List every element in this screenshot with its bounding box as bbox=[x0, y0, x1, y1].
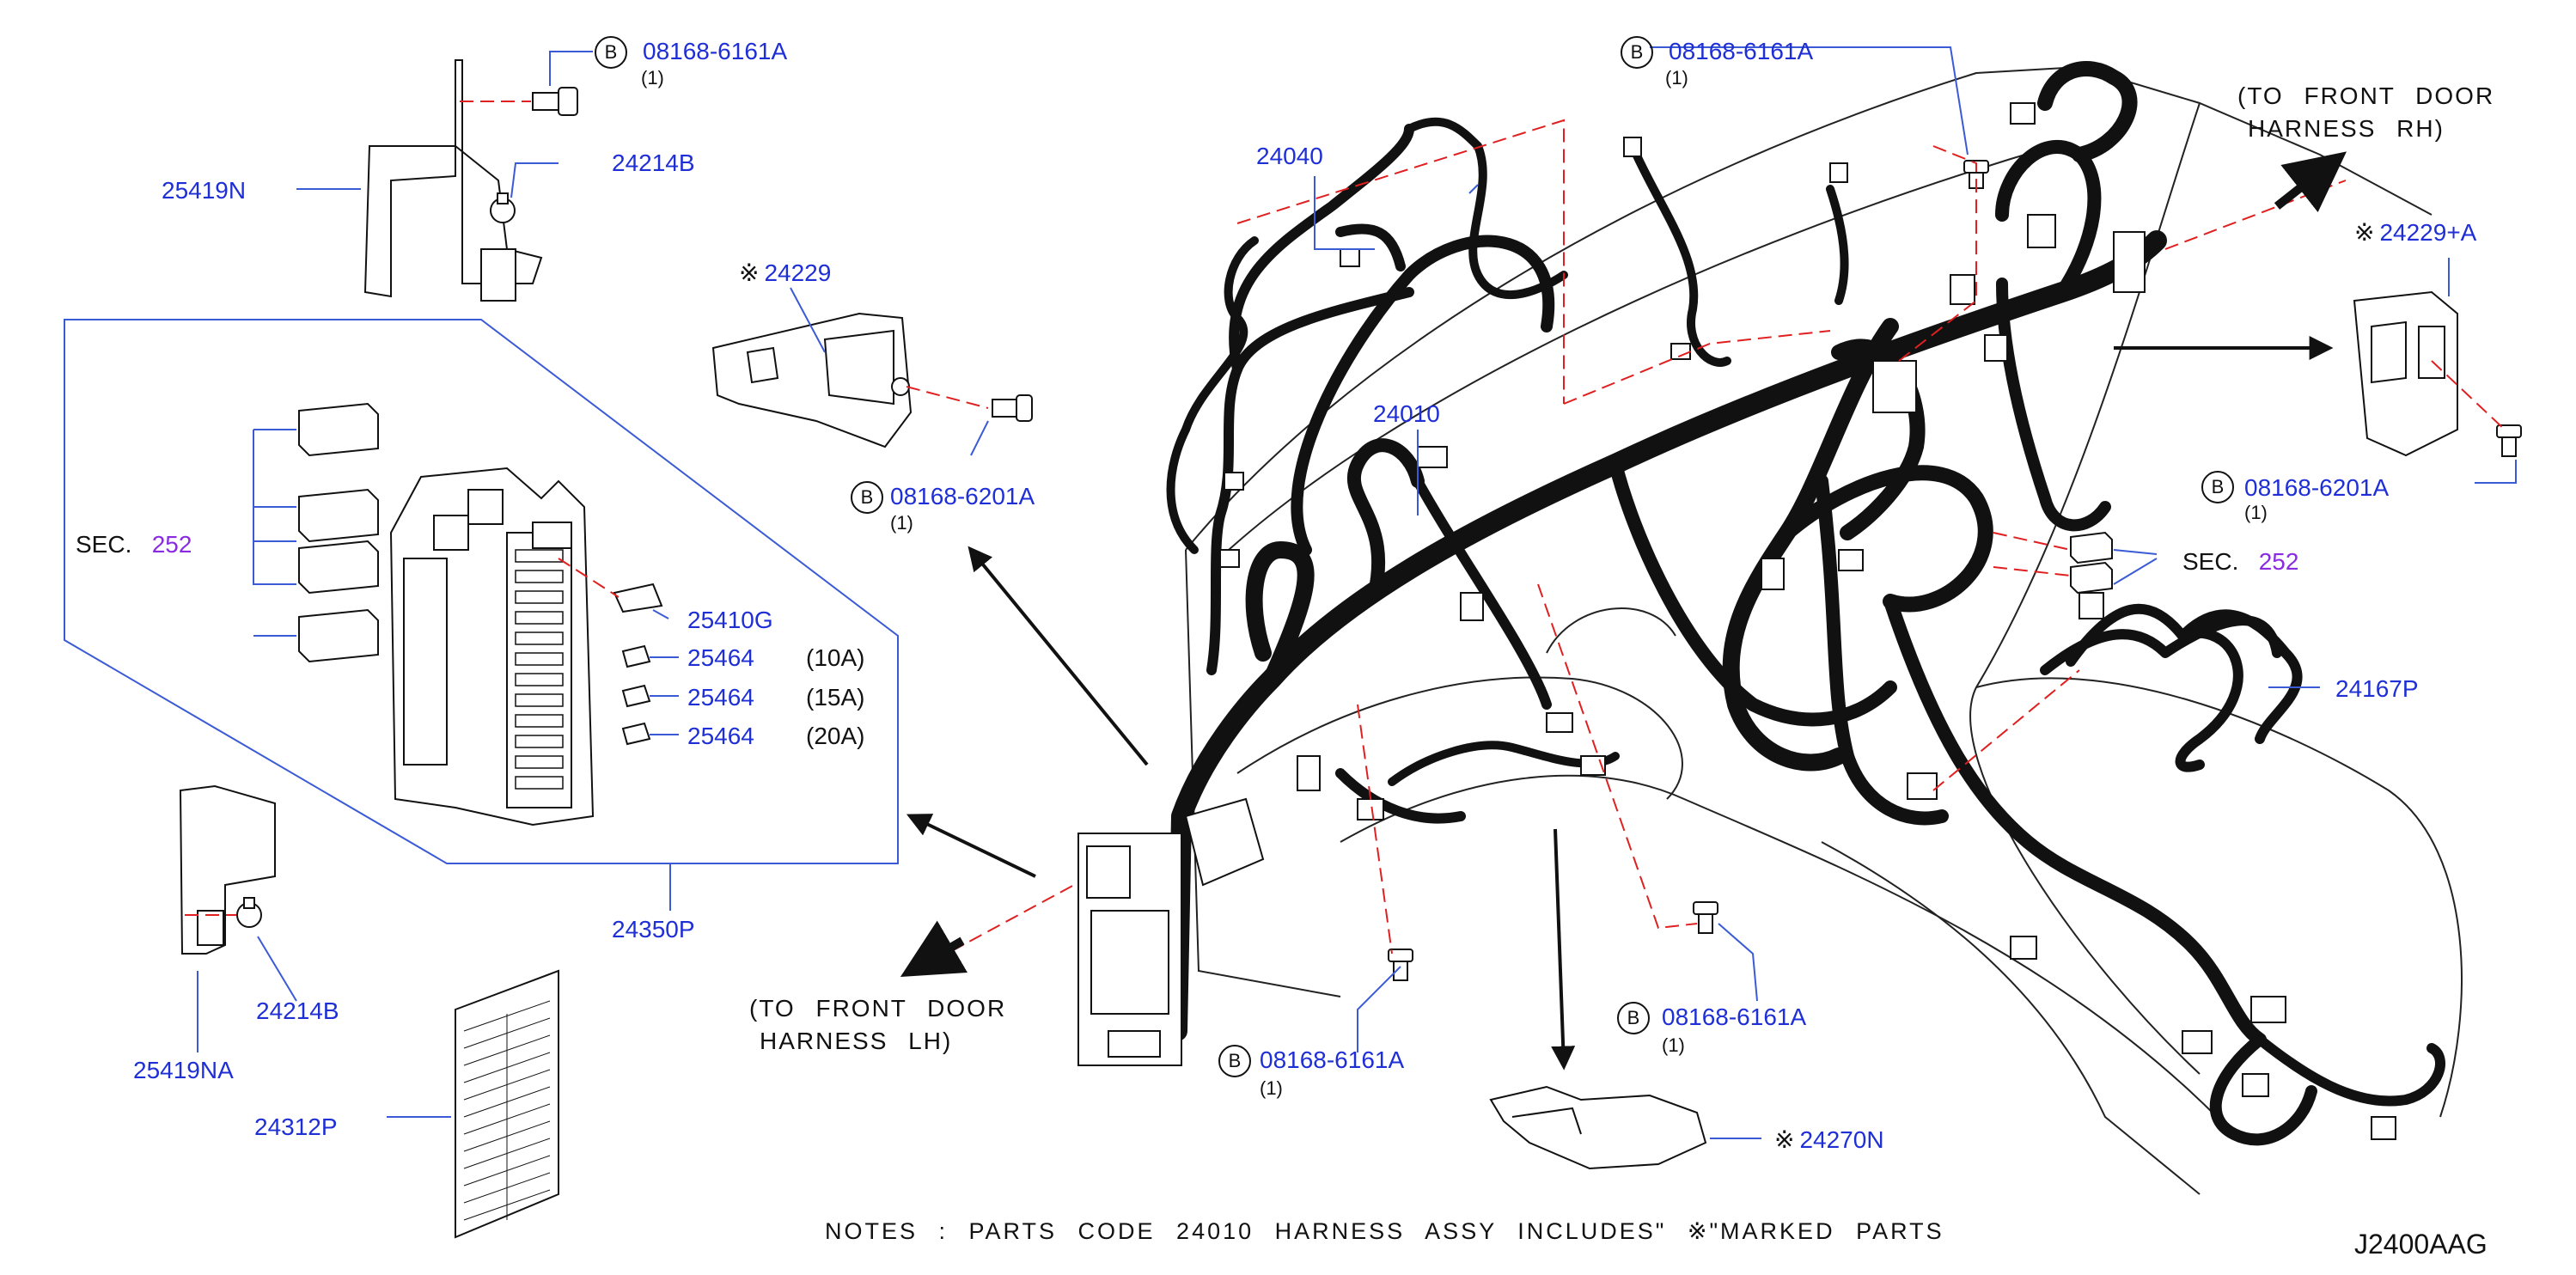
part-number: 24270N bbox=[1799, 1126, 1884, 1153]
bolt-code: 08168-6201A bbox=[890, 483, 1035, 509]
part-label-24214b-bottom: 24214B bbox=[256, 997, 339, 1024]
harness-connectors bbox=[1219, 102, 2396, 1140]
bolt-code: 08168-6161A bbox=[1260, 1046, 1405, 1073]
assembly-lines bbox=[185, 101, 2506, 972]
destination-line-2: HARNESS RH) bbox=[2248, 115, 2445, 142]
bolt-code: 08168-6161A bbox=[1662, 1004, 1807, 1030]
bolt-qty: (1) bbox=[1662, 1034, 1685, 1056]
notes-text: NOTES : PARTS CODE 24010 HARNESS ASSY IN… bbox=[825, 1218, 1944, 1244]
section-ref-right: SEC. 252 bbox=[2182, 550, 2298, 574]
bolt-code: 08168-6161A bbox=[643, 38, 788, 64]
asterisk-mark: ※ bbox=[739, 259, 760, 286]
part-label-24040: 24040 bbox=[1256, 143, 1323, 169]
destination-line-1: (TO FRONT DOOR bbox=[2237, 82, 2495, 109]
relays-sec252-left bbox=[298, 402, 379, 663]
part-label-25464-15a: 25464 bbox=[687, 684, 754, 711]
bolt-qty: (1) bbox=[1260, 1077, 1283, 1099]
part-label-25464-20a: 25464 bbox=[687, 723, 754, 749]
diagram-code: J2400AAG bbox=[2354, 1229, 2487, 1260]
bolts bbox=[236, 87, 2522, 981]
fuse-box-24350p bbox=[389, 467, 595, 827]
label-sheet-24312p bbox=[455, 969, 559, 1239]
section-number: 252 bbox=[2258, 548, 2299, 575]
main-wire-harness bbox=[1166, 61, 2445, 1146]
part-label-24167p: 24167P bbox=[2335, 675, 2419, 702]
fuse-block-lh bbox=[1077, 797, 1265, 1066]
part-label-24350p: 24350P bbox=[612, 916, 695, 943]
part-number: 24229 bbox=[764, 259, 832, 286]
part-label-24270n: ※24270N bbox=[1774, 1128, 1884, 1152]
part-label-25419n: 25419N bbox=[162, 177, 247, 204]
section-prefix: SEC. bbox=[76, 531, 132, 558]
bolt-code: 08168-6161A bbox=[1669, 38, 1814, 64]
section-prefix: SEC. bbox=[2182, 548, 2239, 575]
fuse-rating-10a: (10A) bbox=[806, 644, 865, 671]
bolt-circle: B bbox=[595, 36, 627, 69]
part-label-25464-10a: 25464 bbox=[687, 644, 754, 671]
section-ref-left: SEC. 252 bbox=[76, 533, 192, 557]
bolt-qty: (1) bbox=[1665, 67, 1688, 88]
part-label-24229a: ※24229+A bbox=[2354, 221, 2476, 245]
fuse-rating-15a: (15A) bbox=[806, 684, 865, 711]
bolt-circle: B bbox=[2201, 471, 2234, 503]
relays-sec252-right bbox=[2070, 531, 2113, 595]
bolt-circle: B bbox=[1617, 1002, 1650, 1034]
bolt-circle: B bbox=[1621, 36, 1653, 69]
bolt-qty: (1) bbox=[890, 512, 913, 534]
fuse-parts bbox=[613, 583, 663, 746]
asterisk-mark: ※ bbox=[2354, 219, 2375, 246]
dashboard-outline bbox=[1185, 65, 2463, 1195]
destination-line-1: (TO FRONT DOOR bbox=[749, 995, 1007, 1022]
bolt-code: 08168-6201A bbox=[2244, 474, 2390, 501]
part-label-25419na: 25419NA bbox=[133, 1057, 234, 1083]
bracket-24229 bbox=[711, 312, 913, 448]
part-label-24312p: 24312P bbox=[254, 1113, 338, 1140]
bracket-24229a bbox=[2353, 290, 2458, 457]
leader-lines bbox=[64, 46, 2517, 1139]
part-label-24214b-top: 24214B bbox=[612, 149, 695, 176]
bracket-25419n bbox=[363, 59, 543, 302]
fuse-rating-20a: (20A) bbox=[806, 723, 865, 749]
direction-arrows bbox=[900, 151, 2347, 1071]
harness-24167p bbox=[2066, 603, 2303, 772]
bracket-24270n bbox=[1489, 1085, 1707, 1170]
part-label-25410g: 25410G bbox=[687, 607, 773, 633]
section-number: 252 bbox=[151, 531, 192, 558]
bolt-circle: B bbox=[851, 481, 883, 514]
asterisk-mark: ※ bbox=[1774, 1126, 1795, 1153]
bracket-25419na bbox=[179, 784, 276, 955]
part-label-24010: 24010 bbox=[1373, 400, 1440, 427]
part-label-24229: ※24229 bbox=[739, 261, 831, 285]
bolt-qty: (1) bbox=[2244, 502, 2268, 523]
bolt-qty: (1) bbox=[641, 67, 664, 88]
destination-line-2: HARNESS LH) bbox=[760, 1028, 953, 1054]
part-number: 24229+A bbox=[2379, 219, 2477, 246]
bolt-circle: B bbox=[1218, 1045, 1251, 1077]
